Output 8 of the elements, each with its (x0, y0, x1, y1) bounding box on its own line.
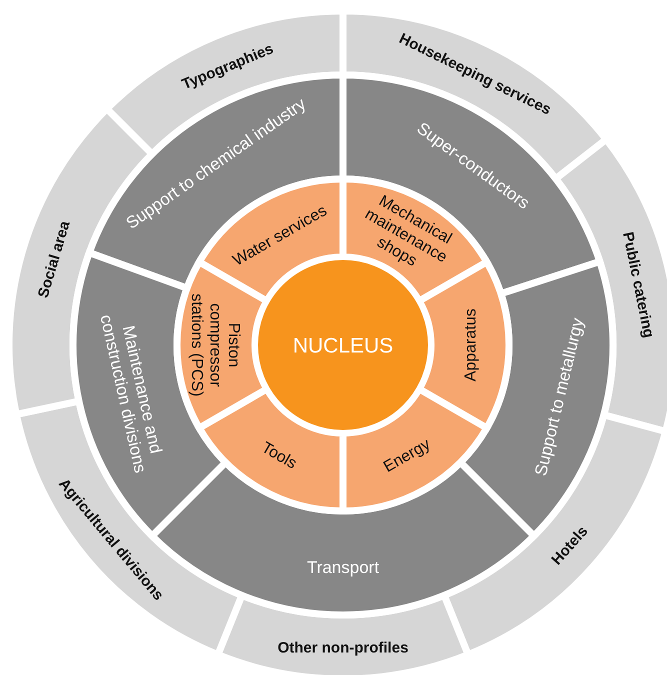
center-label: NUCLEUS (292, 334, 394, 358)
segment-label: Transport (306, 558, 380, 577)
segment-label: Public catering (619, 230, 658, 340)
segment-label: Apparatus (462, 308, 480, 382)
segment-label: Piston compressor stations (PCS) (188, 293, 242, 397)
segment-label: Social area (34, 219, 74, 300)
segment-label: Other non-profiles (278, 639, 408, 656)
segment-label: Tools (258, 439, 300, 473)
